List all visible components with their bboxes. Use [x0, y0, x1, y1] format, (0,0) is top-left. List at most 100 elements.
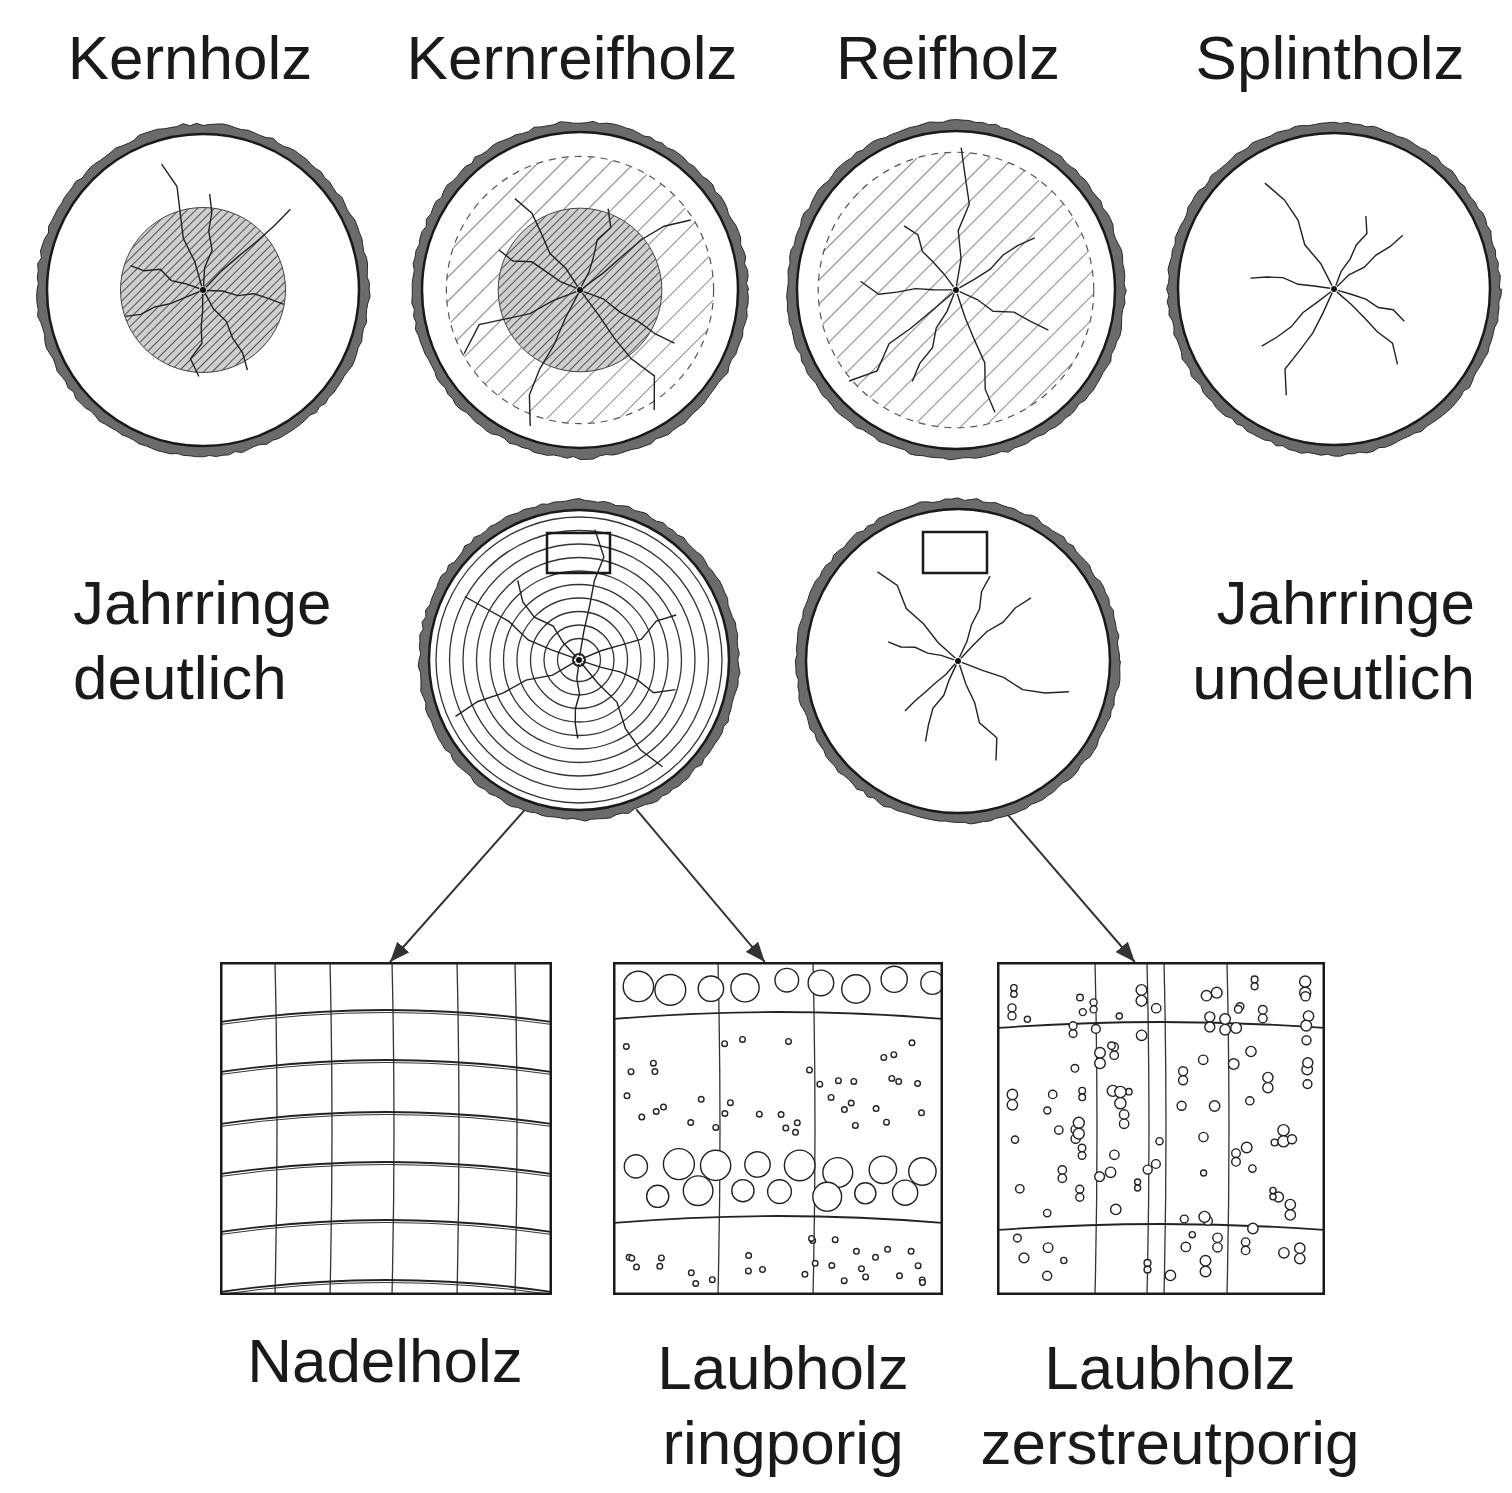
pore	[629, 1255, 635, 1261]
crack-line	[465, 597, 576, 659]
crack-line	[206, 209, 290, 287]
crack-line	[1337, 235, 1403, 286]
pore	[881, 966, 907, 992]
box-border	[998, 963, 1324, 1294]
crack-line	[960, 576, 991, 657]
pore	[1232, 1149, 1241, 1158]
pore	[1248, 1223, 1258, 1233]
pith-dot	[200, 287, 206, 293]
pore	[722, 1111, 728, 1117]
pore	[807, 1067, 813, 1073]
pore	[881, 1055, 887, 1061]
pore	[1090, 1006, 1097, 1013]
pore	[1011, 1136, 1018, 1143]
arrow-connector	[390, 810, 524, 962]
pore	[802, 1272, 808, 1278]
ring-line	[221, 1013, 551, 1025]
bark	[1167, 122, 1502, 456]
pore	[915, 1081, 921, 1087]
pore	[1077, 994, 1084, 1001]
pore	[1246, 1097, 1254, 1105]
log-drawing	[418, 499, 740, 821]
pore	[1105, 1167, 1115, 1177]
crack-line	[960, 665, 997, 761]
box-border	[614, 963, 942, 1294]
pore	[1181, 1242, 1190, 1251]
crack-line	[1338, 290, 1405, 321]
pore	[1090, 999, 1097, 1006]
pore	[1043, 1271, 1052, 1280]
pore	[1076, 1185, 1084, 1193]
crack-line	[464, 292, 576, 354]
pore	[832, 1237, 838, 1243]
pore	[689, 1270, 695, 1276]
pore	[897, 1273, 903, 1279]
pore	[757, 1111, 763, 1117]
ripewood	[818, 152, 1094, 428]
log-cross-section: Kernreifholz	[411, 121, 749, 459]
pore	[1165, 1270, 1175, 1280]
pore	[1179, 1076, 1188, 1085]
pore	[1303, 1058, 1313, 1068]
pore	[1199, 1055, 1208, 1064]
crack-line	[162, 164, 202, 286]
ring-line	[221, 1063, 551, 1075]
crack-line	[204, 194, 213, 286]
growth-ring	[463, 544, 695, 776]
crack-line	[515, 199, 578, 287]
crack-line	[207, 291, 284, 305]
pore	[1246, 1046, 1256, 1056]
pore	[1199, 1132, 1208, 1141]
crack-line	[499, 250, 576, 288]
node-label: Jahrringe deutlich	[73, 565, 393, 715]
pore	[891, 1052, 897, 1058]
pore	[873, 1106, 879, 1112]
pore	[1213, 1233, 1222, 1242]
ring-line	[221, 1223, 551, 1235]
wood-face	[47, 134, 359, 446]
pore	[624, 1044, 630, 1050]
pore	[1295, 1253, 1305, 1263]
pore	[1110, 1051, 1118, 1059]
pore	[919, 1110, 925, 1116]
crack-line	[582, 293, 654, 410]
crack-line	[582, 209, 611, 287]
ring-line	[221, 1283, 551, 1295]
box-detail	[221, 963, 551, 1294]
pore	[1241, 1246, 1249, 1254]
pore	[908, 1249, 914, 1255]
pore	[1076, 1193, 1084, 1201]
pore	[1152, 1004, 1161, 1013]
pore	[1136, 995, 1147, 1006]
pore	[841, 1278, 847, 1284]
pore	[1069, 1030, 1077, 1038]
pore	[1152, 1160, 1161, 1169]
pore	[786, 1039, 792, 1045]
pore	[655, 975, 686, 1006]
growth-ring	[558, 639, 601, 682]
crack-line	[456, 662, 576, 717]
pore	[652, 1069, 658, 1075]
pith-dot	[953, 287, 959, 293]
node-label: Splintholz	[1165, 20, 1495, 95]
pore	[1156, 1138, 1163, 1145]
pore	[1251, 976, 1258, 983]
pore	[1144, 1266, 1151, 1273]
pore	[760, 1267, 766, 1273]
pore	[828, 1095, 834, 1101]
node-label: Reifholz	[788, 20, 1108, 95]
crack-line	[878, 572, 956, 658]
pore	[1271, 1139, 1278, 1146]
pore	[768, 1180, 792, 1204]
pore	[778, 1112, 784, 1118]
pore	[893, 1180, 918, 1205]
pore	[812, 1261, 818, 1267]
log-drawing	[1167, 122, 1501, 456]
pore	[1228, 1059, 1239, 1070]
crack-line	[956, 148, 969, 286]
pore	[1200, 1266, 1211, 1277]
ring-line	[221, 1280, 551, 1292]
pore	[728, 1100, 734, 1106]
pore	[624, 1155, 647, 1178]
pore	[842, 1107, 848, 1113]
